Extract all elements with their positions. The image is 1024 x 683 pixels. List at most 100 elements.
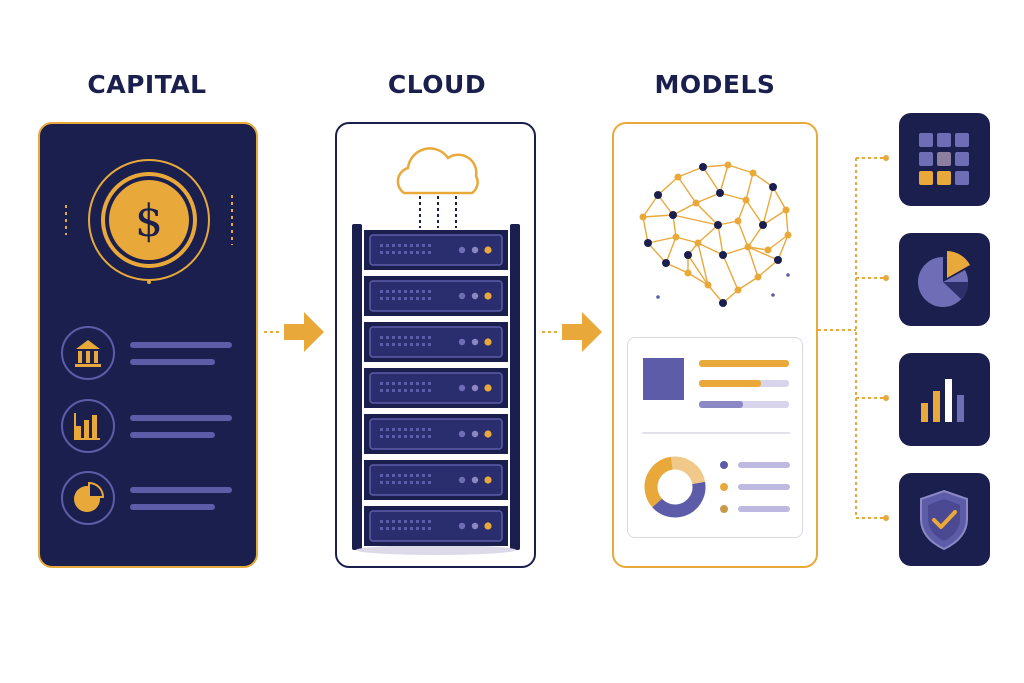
network-node — [734, 286, 742, 294]
output-tile-shield — [899, 473, 990, 566]
network-edge — [745, 172, 754, 201]
server-unit — [364, 276, 508, 316]
capital-row — [60, 470, 240, 526]
server-rack — [350, 222, 522, 556]
network-edge — [687, 272, 709, 286]
network-edge — [772, 186, 787, 211]
network-edge — [677, 176, 697, 204]
network-node — [724, 161, 732, 169]
network-edge — [672, 214, 719, 226]
network-edge — [672, 202, 697, 216]
network-edge — [647, 242, 667, 264]
bar-chart-icon — [74, 413, 100, 440]
network-edge — [747, 224, 764, 248]
network-edge — [642, 194, 659, 218]
network-node — [774, 256, 782, 264]
output-tile-pie — [899, 233, 990, 326]
network-node — [749, 169, 757, 177]
stage-title-models: MODELS — [654, 69, 776, 99]
network-edge — [777, 234, 789, 261]
network-node — [716, 189, 724, 197]
network-node — [744, 243, 752, 251]
capital-row — [60, 325, 240, 381]
network-edge — [747, 246, 779, 261]
pie-chart-icon — [74, 481, 105, 512]
network-node — [769, 183, 777, 191]
network-node — [784, 231, 792, 239]
server-unit — [364, 506, 508, 546]
network-edge — [687, 254, 709, 286]
network-node — [699, 163, 707, 171]
network-node — [734, 217, 742, 225]
network-node — [674, 173, 682, 181]
network-edge — [647, 236, 677, 244]
network-edge — [767, 234, 789, 251]
server-unit — [364, 322, 508, 362]
network-edge — [719, 192, 747, 201]
network-dot — [656, 295, 660, 299]
network-node — [719, 299, 727, 307]
network-node — [644, 239, 652, 247]
network-dot — [771, 293, 775, 297]
network-edge — [785, 209, 789, 236]
network-edge — [702, 164, 729, 168]
network-edge — [727, 164, 754, 174]
brain-network-icon — [628, 155, 803, 315]
network-edge — [745, 199, 764, 226]
rack-post — [510, 224, 520, 550]
grid-icon — [919, 133, 969, 185]
pie-chart-icon — [918, 251, 970, 307]
arrow-right-icon — [264, 312, 324, 352]
stage-title-cloud: CLOUD — [387, 69, 487, 99]
network-edge — [762, 209, 787, 226]
network-edge — [675, 236, 699, 244]
network-node — [759, 221, 767, 229]
output-tile-bar — [899, 353, 990, 446]
network-node — [719, 251, 727, 259]
server-unit — [364, 230, 508, 270]
stage-title-capital: CAPITAL — [87, 69, 207, 99]
coin-symbol: $ — [135, 195, 163, 247]
network-edge — [717, 224, 724, 256]
network-node — [684, 269, 692, 277]
network-node — [684, 251, 692, 259]
network-edge — [665, 236, 677, 264]
server-unit — [364, 414, 508, 454]
arrow-right-icon — [542, 312, 602, 352]
network-node — [694, 239, 702, 247]
network-edge — [747, 246, 759, 278]
network-node — [704, 281, 712, 289]
network-edge — [657, 176, 679, 196]
shield-check-icon — [920, 489, 968, 551]
network-node — [714, 221, 722, 229]
network-edge — [665, 262, 689, 274]
bank-icon — [75, 340, 101, 367]
network-node — [669, 211, 677, 219]
network-node — [692, 199, 700, 207]
donut-chart — [644, 456, 706, 518]
network-node — [662, 259, 670, 267]
network-edge — [695, 192, 721, 204]
network-edge — [752, 172, 774, 188]
network-node — [654, 191, 662, 199]
capital-row — [60, 398, 240, 454]
network-edge — [657, 194, 674, 216]
network-edge — [762, 186, 774, 226]
network-node — [764, 246, 772, 254]
network-edge — [757, 259, 779, 278]
network-node — [754, 273, 762, 281]
thumbnail-block — [643, 358, 684, 400]
network-edge — [695, 202, 719, 226]
network-edge — [697, 224, 719, 244]
network-node — [639, 213, 647, 221]
network-edge — [737, 199, 747, 222]
rack-shadow — [356, 545, 516, 555]
dollar-coin-icon — [65, 159, 233, 284]
network-node — [782, 206, 790, 214]
network-edge — [722, 246, 749, 256]
server-unit — [364, 368, 508, 408]
bar-chart-icon — [921, 379, 964, 422]
network-edge — [719, 164, 729, 194]
model-dashboard-card — [627, 337, 803, 538]
network-edge — [702, 166, 721, 194]
